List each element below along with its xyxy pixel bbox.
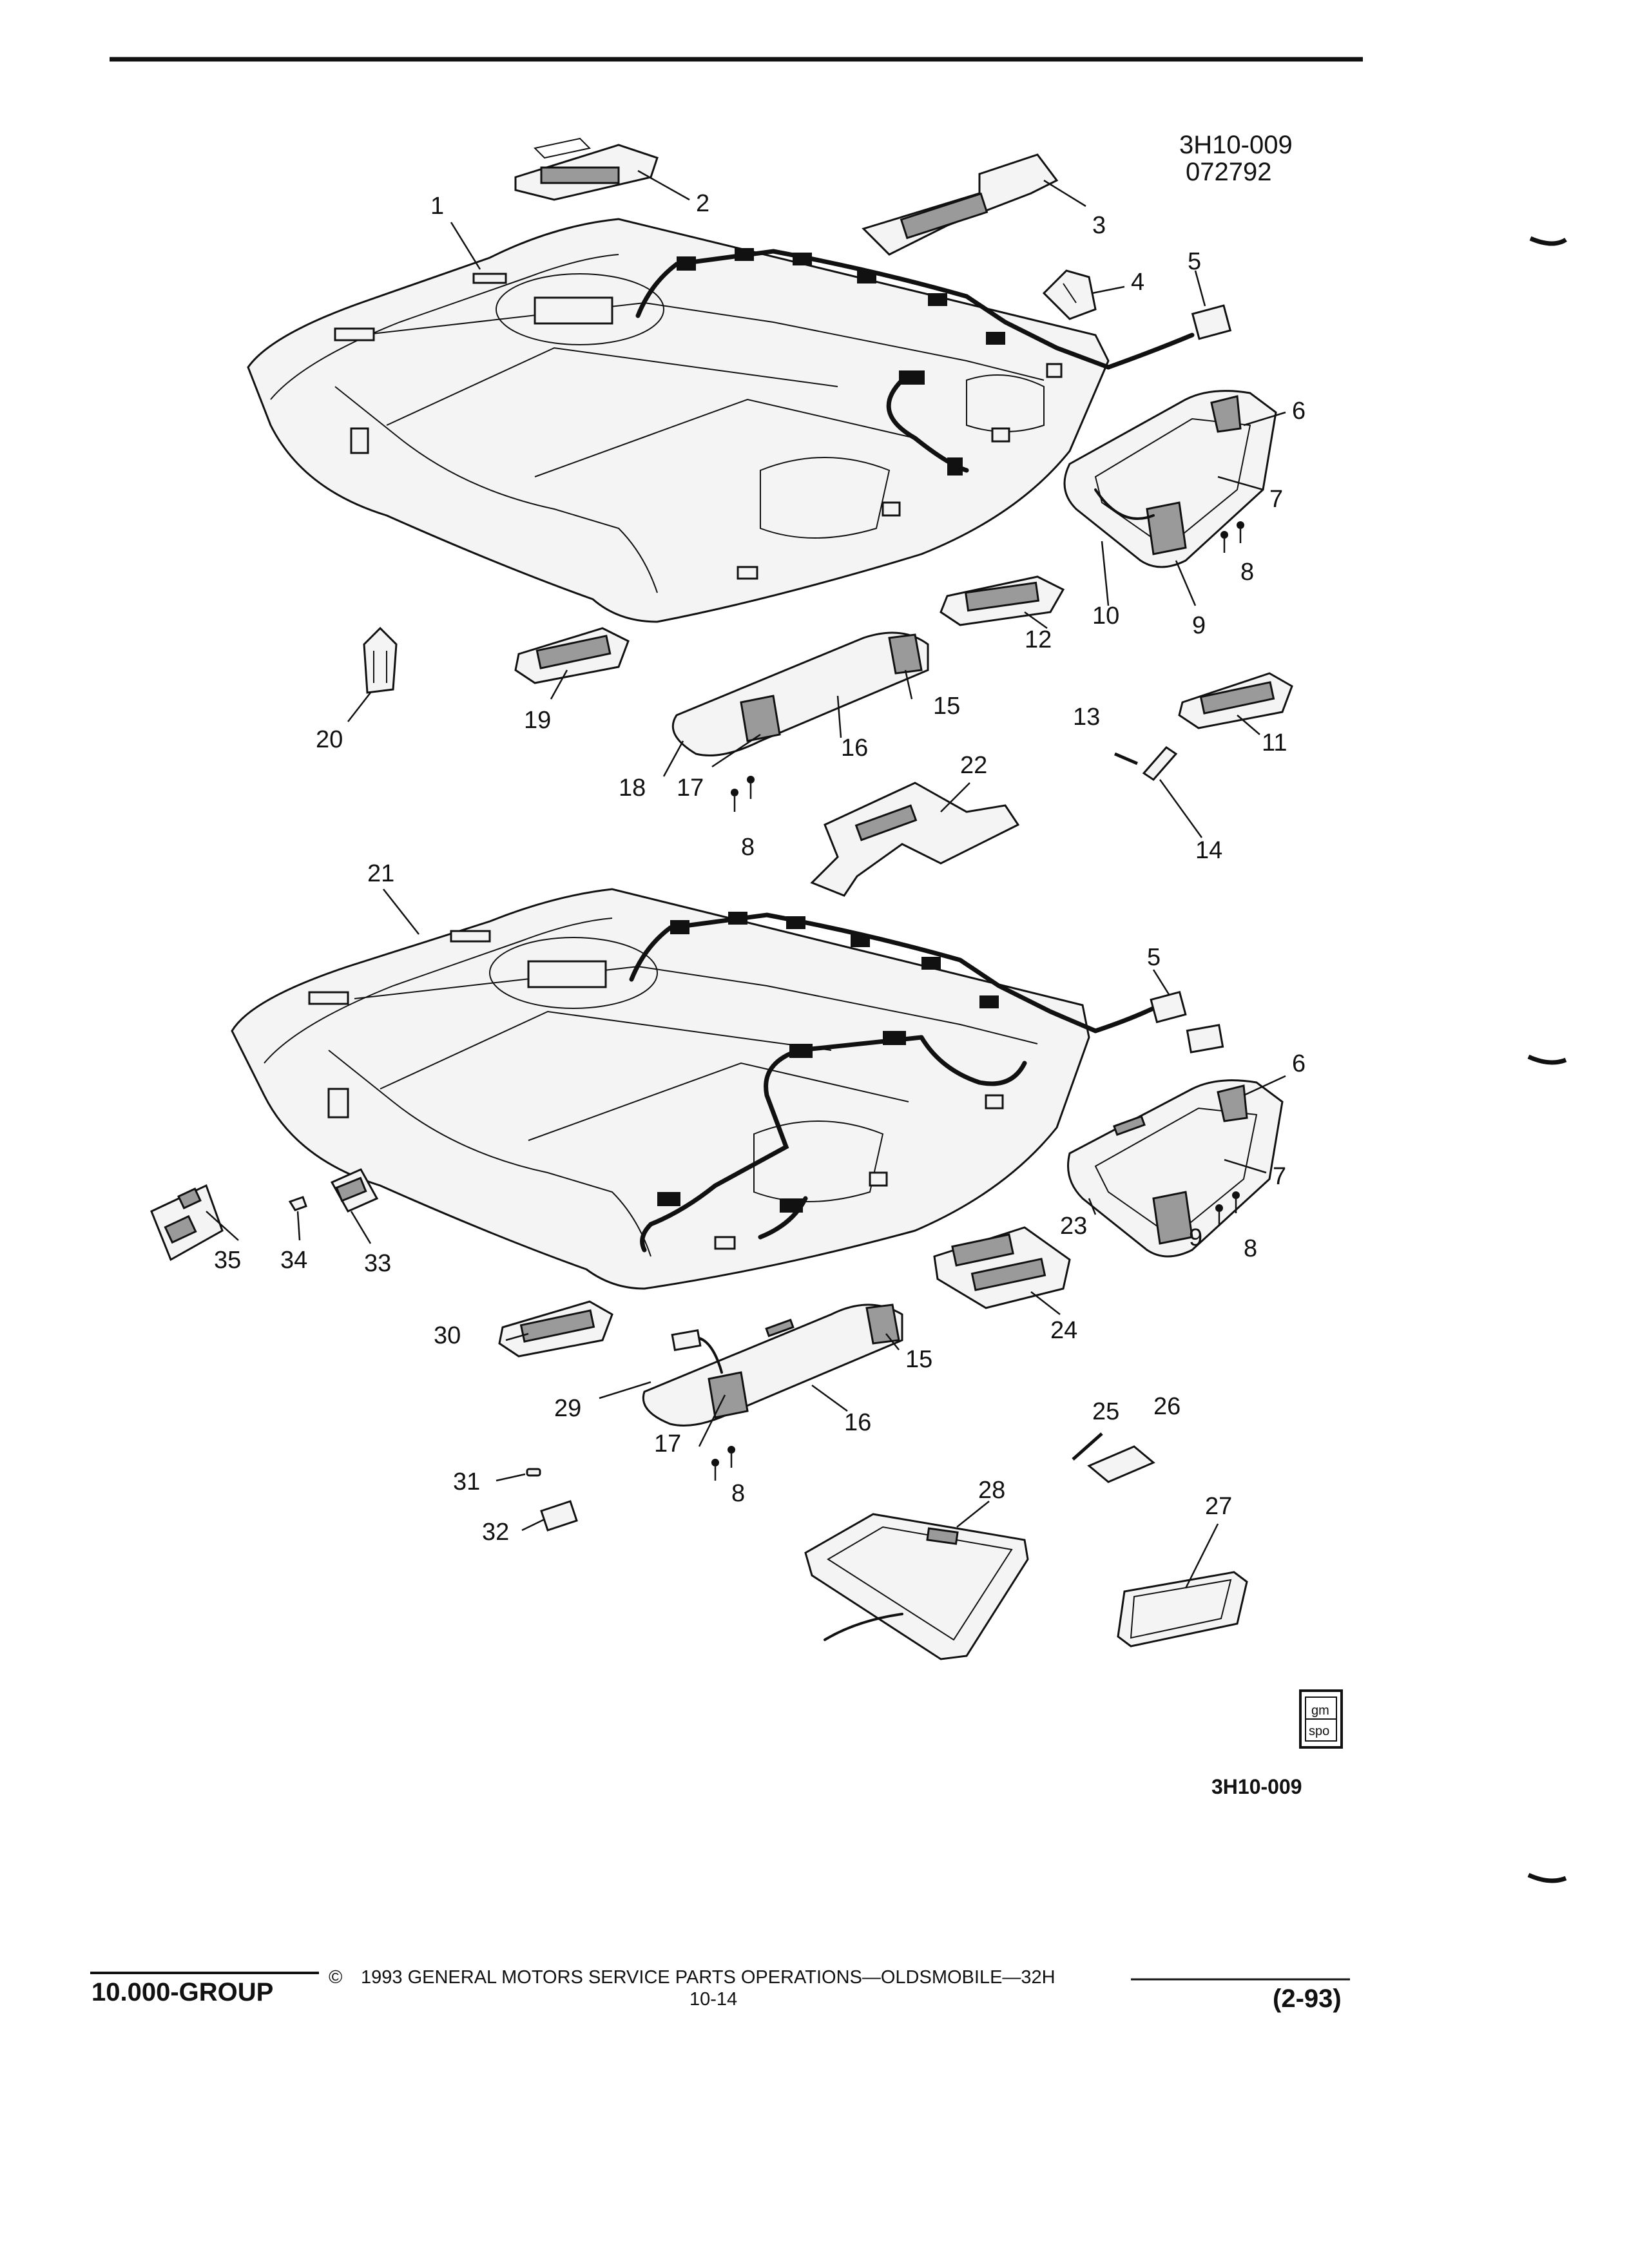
part-34-screw [288, 1196, 307, 1211]
part-22-bracket [810, 782, 1020, 897]
part-3-bracket [862, 153, 1059, 256]
callout-22: 22 [960, 752, 987, 779]
part-11-lamp [1178, 672, 1293, 729]
part-5-connector-upper [1191, 304, 1232, 340]
callout-33: 33 [364, 1250, 391, 1277]
part-28-mirror-assembly [804, 1513, 1029, 1660]
figure-date: 072792 [1186, 158, 1271, 186]
callout-8: 8 [1240, 559, 1254, 586]
gm-spo-logo: gm spo [1299, 1689, 1343, 1749]
callout-34: 34 [280, 1247, 307, 1274]
callout-9b: 9 [1189, 1224, 1202, 1251]
edge-mark [1529, 236, 1567, 246]
part-25-pin [1072, 1432, 1103, 1461]
callout-17b: 17 [654, 1430, 681, 1457]
callout-5: 5 [1188, 248, 1201, 275]
callout-6: 6 [1292, 398, 1306, 425]
part-33-switch [330, 1168, 379, 1213]
part-2-dome-lamp [514, 137, 659, 201]
part-30-lamp [498, 1300, 613, 1358]
sunshade-lower-right [1067, 1024, 1284, 1258]
callout-17: 17 [677, 774, 704, 802]
footer-date-code: (2-93) [1273, 1984, 1342, 2013]
callout-9: 9 [1192, 612, 1206, 639]
logo-gm: gm [1311, 1704, 1329, 1718]
part-27-mirror [1117, 1571, 1248, 1648]
sunshade-upper-left [671, 631, 929, 756]
footer-group: 10.000-GROUP [92, 1978, 273, 2006]
part-26-pad [1087, 1445, 1155, 1483]
callout-4: 4 [1131, 269, 1144, 296]
part-5-connector-lower [1150, 990, 1187, 1024]
sunshade-upper-right [1063, 390, 1277, 568]
headliner-upper [247, 218, 1195, 623]
callout-13: 13 [1073, 704, 1100, 731]
callout-7: 7 [1269, 486, 1283, 513]
screws-8-upper [1220, 521, 1244, 553]
callout-16: 16 [841, 735, 868, 762]
callout-10: 10 [1092, 602, 1119, 629]
callout-24: 24 [1050, 1317, 1077, 1344]
callout-26: 26 [1153, 1393, 1181, 1420]
callout-25: 25 [1092, 1398, 1119, 1425]
callout-20: 20 [316, 726, 343, 753]
callout-23: 23 [1060, 1213, 1087, 1240]
callout-27: 27 [1205, 1493, 1232, 1520]
footer: 10.000-GROUP © 1993 GENERAL MOTORS SERVI… [90, 1967, 1350, 2013]
part-19-lamp [514, 627, 630, 684]
callout-12: 12 [1025, 626, 1052, 653]
callout-28: 28 [978, 1477, 1005, 1504]
callout-16b: 16 [844, 1409, 871, 1436]
footer-copyright: 1993 GENERAL MOTORS SERVICE PARTS OPERAT… [361, 1967, 1055, 1988]
edge-mark [1527, 1054, 1567, 1065]
part-32-lens [540, 1500, 578, 1532]
sunshade-lower-left [642, 1303, 903, 1427]
edge-mark [1527, 1872, 1567, 1883]
part-35-cover [150, 1184, 224, 1262]
callout-30: 30 [434, 1322, 461, 1349]
part-14-cover [1142, 746, 1178, 781]
screws-8-lower-right [1215, 1191, 1240, 1226]
part-4-clip [1042, 269, 1097, 320]
callout-5b: 5 [1147, 944, 1161, 971]
callout-8b: 8 [741, 834, 755, 861]
callout-8d: 8 [731, 1480, 745, 1507]
screws-8-middle [731, 776, 755, 812]
callout-7b: 7 [1273, 1163, 1286, 1190]
callout-18: 18 [619, 774, 646, 802]
headliner-lower [231, 888, 1162, 1290]
logo-spo: spo [1309, 1724, 1329, 1738]
callout-31: 31 [453, 1468, 480, 1495]
callout-29: 29 [554, 1395, 581, 1422]
figure-ref-bottom: 3H10-009 [1211, 1775, 1302, 1798]
footer-copyright-symbol: © [329, 1967, 342, 1988]
part-31-pin [526, 1468, 541, 1477]
callout-labels: 1 2 3 4 5 6 7 8 9 10 11 12 13 14 15 16 1… [214, 190, 1306, 1546]
figure-id: 3H10-009 [1179, 131, 1293, 159]
callout-3: 3 [1092, 212, 1106, 239]
callout-32: 32 [482, 1519, 509, 1546]
callout-14: 14 [1195, 837, 1222, 864]
part-24-console-lamp [933, 1226, 1071, 1309]
callout-6b: 6 [1292, 1050, 1306, 1077]
part-12-lamp [940, 575, 1065, 626]
part-13-pin [1114, 752, 1138, 765]
callout-2: 2 [696, 190, 709, 217]
callout-35: 35 [214, 1247, 241, 1274]
screws-8-lower-left [711, 1446, 735, 1481]
callout-21: 21 [367, 860, 394, 887]
callout-leaders [206, 169, 1286, 1589]
callout-19: 19 [524, 707, 551, 734]
callout-1: 1 [430, 193, 444, 220]
callout-8c: 8 [1244, 1235, 1257, 1262]
callout-15: 15 [933, 693, 960, 720]
callout-15b: 15 [905, 1346, 932, 1373]
part-20-clip [363, 626, 398, 694]
footer-page-number: 10-14 [689, 1989, 737, 2010]
callout-11: 11 [1262, 729, 1287, 756]
